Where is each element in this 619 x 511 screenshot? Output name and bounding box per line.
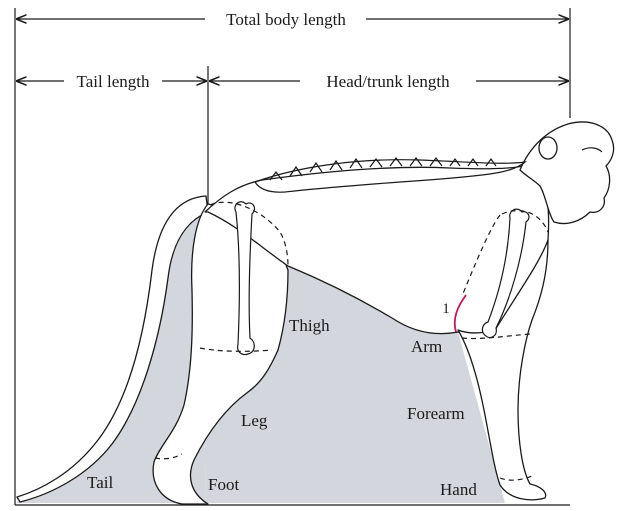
leg-label: Leg bbox=[241, 411, 268, 430]
arm-label: Arm bbox=[411, 337, 442, 356]
hand-label: Hand bbox=[440, 480, 477, 499]
total-body-length-label: Total body length bbox=[226, 10, 346, 29]
tail-length-label: Tail length bbox=[77, 72, 150, 91]
ear-outline bbox=[539, 137, 557, 159]
thigh-label: Thigh bbox=[289, 316, 330, 335]
forearm-label: Forearm bbox=[407, 404, 465, 423]
head-trunk-length-label: Head/trunk length bbox=[326, 72, 450, 91]
foot-label: Foot bbox=[208, 475, 239, 494]
tail-label: Tail bbox=[87, 473, 113, 492]
annotation-marker-label: 1 bbox=[442, 301, 450, 317]
